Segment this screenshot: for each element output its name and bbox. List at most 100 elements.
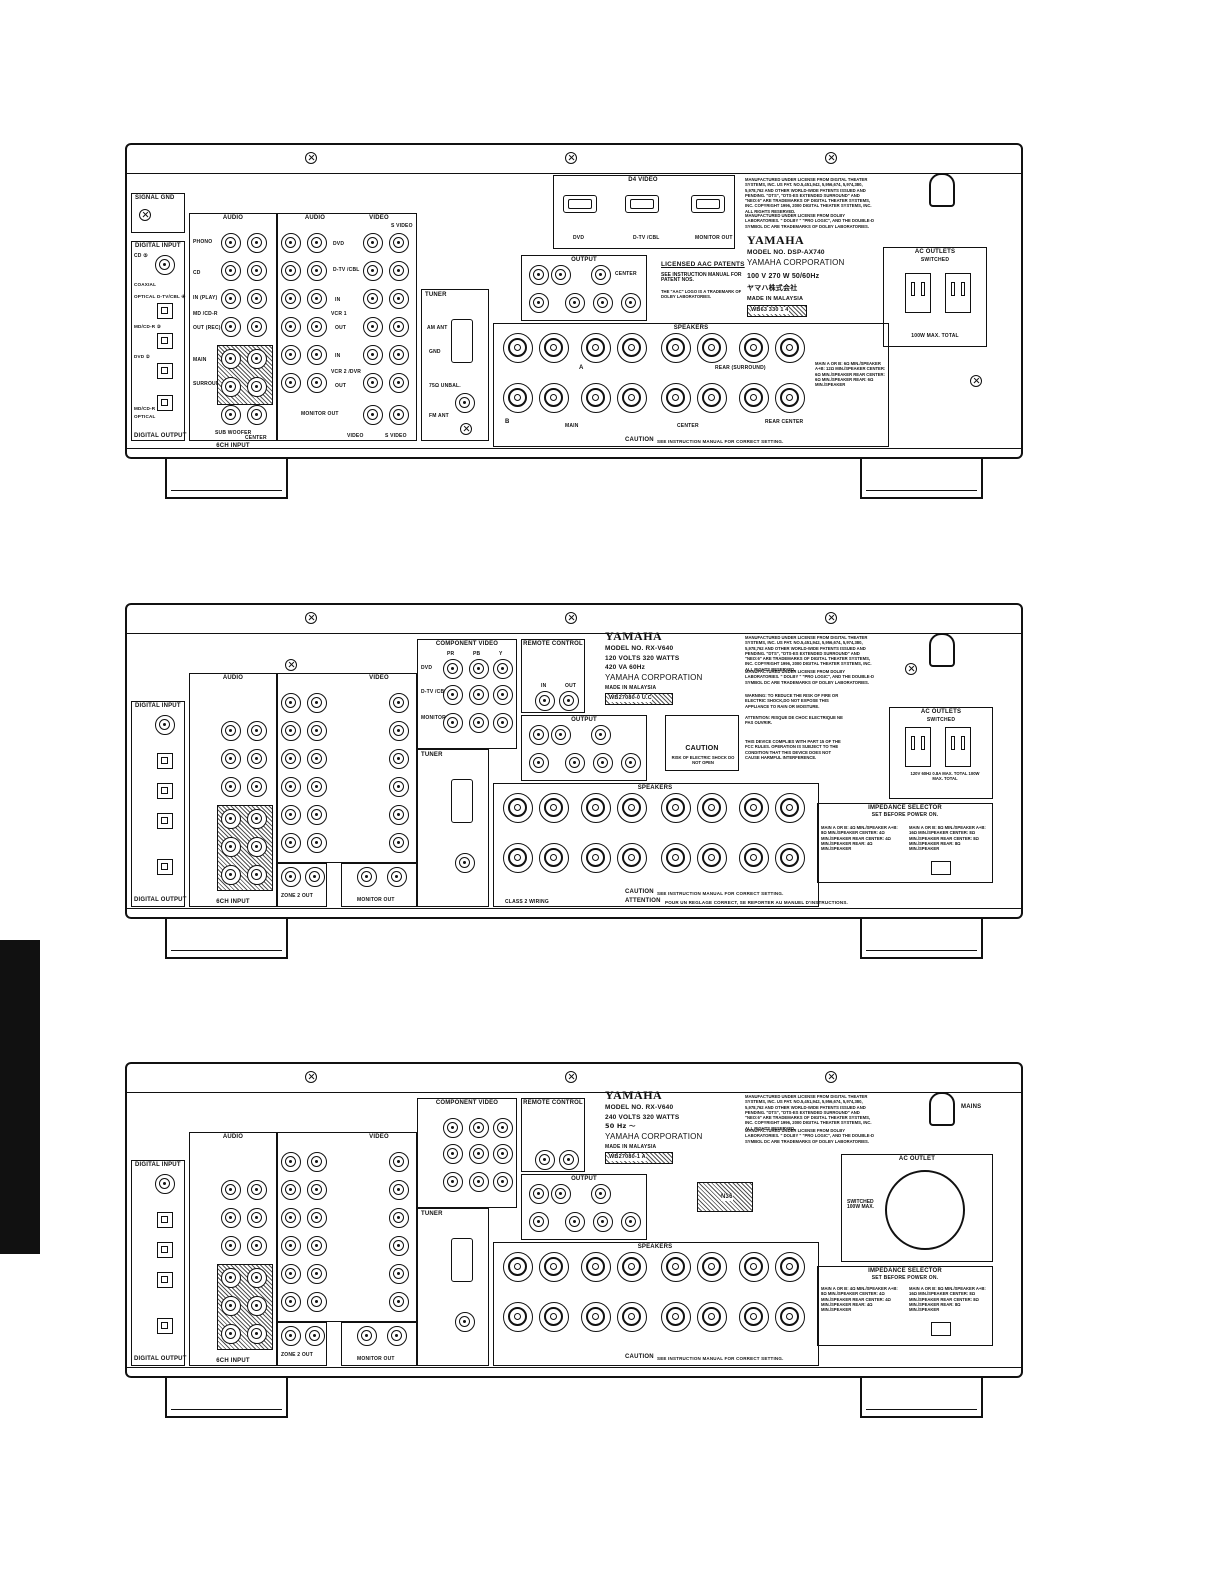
rca-jack[interactable] — [307, 261, 327, 281]
rca-jack[interactable] — [307, 749, 327, 769]
rca-jack[interactable] — [307, 777, 327, 797]
rca-jack[interactable] — [281, 261, 301, 281]
s-video-jack[interactable] — [389, 693, 409, 713]
component-jack[interactable] — [443, 1172, 463, 1192]
optical-jack[interactable] — [157, 1272, 173, 1288]
rca-jack[interactable] — [307, 1292, 327, 1312]
fm-antenna-jack[interactable] — [455, 393, 475, 413]
rca-jack[interactable] — [281, 1264, 301, 1284]
rca-jack[interactable] — [307, 721, 327, 741]
rca-jack[interactable] — [305, 867, 325, 887]
rca-jack[interactable] — [529, 1212, 549, 1232]
speaker-terminal[interactable] — [697, 793, 727, 823]
speaker-terminal[interactable] — [697, 843, 727, 873]
speaker-terminal[interactable] — [617, 793, 647, 823]
s-video-jack[interactable] — [389, 833, 409, 853]
rca-jack[interactable] — [247, 1236, 267, 1256]
speaker-terminal[interactable] — [739, 383, 769, 413]
speaker-terminal[interactable] — [697, 1302, 727, 1332]
rca-jack[interactable] — [247, 289, 267, 309]
speaker-terminal[interactable] — [581, 333, 611, 363]
speaker-terminal[interactable] — [581, 1252, 611, 1282]
speaker-terminal[interactable] — [617, 333, 647, 363]
speaker-terminal[interactable] — [739, 843, 769, 873]
rca-jack[interactable] — [281, 867, 301, 887]
s-video-jack[interactable] — [389, 749, 409, 769]
s-video-jack[interactable] — [389, 1264, 409, 1284]
s-video-jack[interactable] — [389, 721, 409, 741]
rca-jack[interactable] — [529, 753, 549, 773]
antenna-terminal[interactable] — [451, 779, 473, 823]
rca-jack[interactable] — [221, 809, 241, 829]
rca-jack[interactable] — [221, 777, 241, 797]
component-jack[interactable] — [469, 1144, 489, 1164]
d4-connector[interactable] — [563, 195, 597, 213]
s-video-jack[interactable] — [389, 1180, 409, 1200]
s-video-jack[interactable] — [389, 289, 409, 309]
rca-jack[interactable] — [621, 753, 641, 773]
rca-jack[interactable] — [221, 289, 241, 309]
s-video-jack[interactable] — [387, 867, 407, 887]
coaxial-jack[interactable] — [155, 715, 175, 735]
s-video-jack[interactable] — [389, 1152, 409, 1172]
rca-jack[interactable] — [529, 725, 549, 745]
antenna-terminal[interactable] — [451, 1238, 473, 1282]
rca-jack[interactable] — [307, 1236, 327, 1256]
rca-jack[interactable] — [247, 261, 267, 281]
rca-jack[interactable] — [621, 1212, 641, 1232]
rca-jack[interactable] — [529, 265, 549, 285]
optical-jack[interactable] — [157, 1242, 173, 1258]
rca-jack[interactable] — [307, 289, 327, 309]
rca-jack[interactable] — [363, 405, 383, 425]
speaker-terminal[interactable] — [775, 1302, 805, 1332]
remote-jack[interactable] — [559, 1150, 579, 1170]
fm-antenna-jack[interactable] — [455, 853, 475, 873]
optical-jack[interactable] — [157, 753, 173, 769]
optical-jack[interactable] — [157, 1212, 173, 1228]
ground-screw-icon[interactable] — [139, 209, 151, 221]
rca-jack[interactable] — [221, 721, 241, 741]
rca-jack[interactable] — [591, 265, 611, 285]
speaker-terminal[interactable] — [503, 1302, 533, 1332]
impedance-switch[interactable] — [931, 861, 951, 875]
rca-jack[interactable] — [247, 1268, 267, 1288]
component-jack[interactable] — [469, 685, 489, 705]
rca-jack[interactable] — [307, 317, 327, 337]
rca-jack[interactable] — [593, 1212, 613, 1232]
rca-jack[interactable] — [247, 777, 267, 797]
optical-jack[interactable] — [157, 813, 173, 829]
speaker-terminal[interactable] — [775, 383, 805, 413]
speaker-terminal[interactable] — [697, 1252, 727, 1282]
coaxial-jack[interactable] — [155, 255, 175, 275]
rca-jack[interactable] — [247, 233, 267, 253]
rca-jack[interactable] — [221, 1208, 241, 1228]
ac-outlet[interactable] — [905, 727, 931, 767]
rca-jack[interactable] — [221, 1268, 241, 1288]
speaker-terminal[interactable] — [661, 383, 691, 413]
component-jack[interactable] — [443, 1118, 463, 1138]
coaxial-jack[interactable] — [155, 1174, 175, 1194]
ac-outlet[interactable] — [945, 273, 971, 313]
component-jack[interactable] — [443, 1144, 463, 1164]
rca-jack[interactable] — [247, 1324, 267, 1344]
speaker-terminal[interactable] — [539, 793, 569, 823]
speaker-terminal[interactable] — [697, 383, 727, 413]
rca-jack[interactable] — [221, 1180, 241, 1200]
speaker-terminal[interactable] — [617, 1302, 647, 1332]
optical-out-jack[interactable] — [157, 1318, 173, 1334]
speaker-terminal[interactable] — [739, 333, 769, 363]
optical-out-jack[interactable] — [157, 395, 173, 411]
speaker-terminal[interactable] — [581, 1302, 611, 1332]
rca-jack[interactable] — [281, 1292, 301, 1312]
speaker-terminal[interactable] — [503, 793, 533, 823]
rca-jack[interactable] — [247, 349, 267, 369]
s-video-jack[interactable] — [389, 1236, 409, 1256]
component-jack[interactable] — [443, 685, 463, 705]
speaker-terminal[interactable] — [739, 1302, 769, 1332]
speaker-terminal[interactable] — [539, 333, 569, 363]
remote-jack[interactable] — [535, 691, 555, 711]
speaker-terminal[interactable] — [503, 843, 533, 873]
rca-jack[interactable] — [247, 865, 267, 885]
rca-jack[interactable] — [565, 753, 585, 773]
speaker-terminal[interactable] — [775, 843, 805, 873]
